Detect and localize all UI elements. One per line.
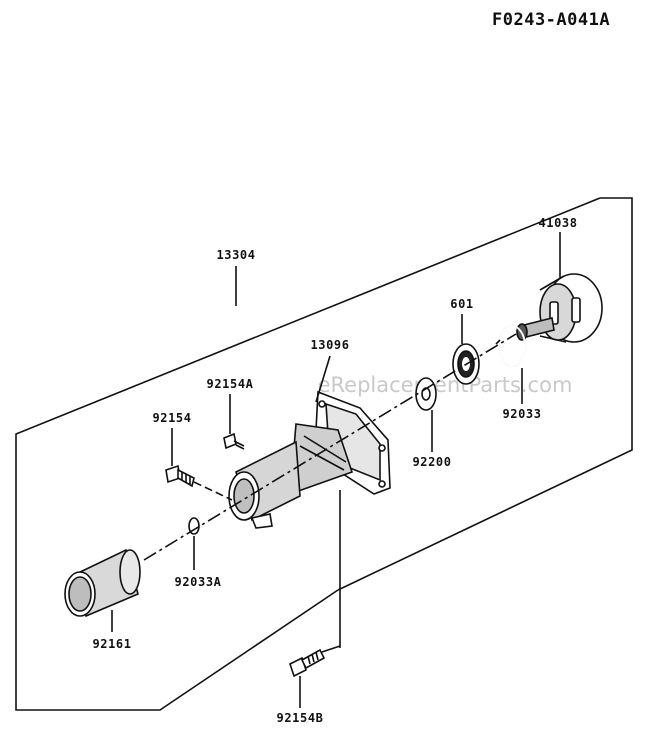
label-92200: 92200 <box>412 455 451 469</box>
ring-a-part <box>188 517 200 535</box>
label-41038: 41038 <box>538 216 577 230</box>
label-92154B: 92154B <box>277 711 324 725</box>
diagram-code: F0243-A041A <box>492 10 611 30</box>
assembly-outline <box>337 197 633 591</box>
assembly-outline-upper <box>15 197 601 711</box>
snap-ring-part <box>495 325 526 367</box>
bolt-b-dash-line <box>321 645 341 653</box>
center-axis-line <box>143 333 517 561</box>
label-13304: 13304 <box>216 248 255 262</box>
housing-part <box>228 390 391 529</box>
label-601: 601 <box>450 297 473 311</box>
bolt-part <box>165 464 195 488</box>
bolt-dash-line <box>193 481 233 501</box>
label-92033: 92033 <box>502 407 541 421</box>
housing-leader <box>315 355 331 403</box>
clutch-drum-part <box>516 273 603 343</box>
pipe-part <box>64 548 141 618</box>
label-13096: 13096 <box>310 338 349 352</box>
label-92033A: 92033A <box>175 575 222 589</box>
label-92161: 92161 <box>92 637 131 651</box>
label-92154: 92154 <box>152 411 191 425</box>
washer-part <box>415 377 437 411</box>
bolt-b-part <box>289 648 326 678</box>
label-92154A: 92154A <box>207 377 254 391</box>
bolt-a-part <box>223 432 245 450</box>
